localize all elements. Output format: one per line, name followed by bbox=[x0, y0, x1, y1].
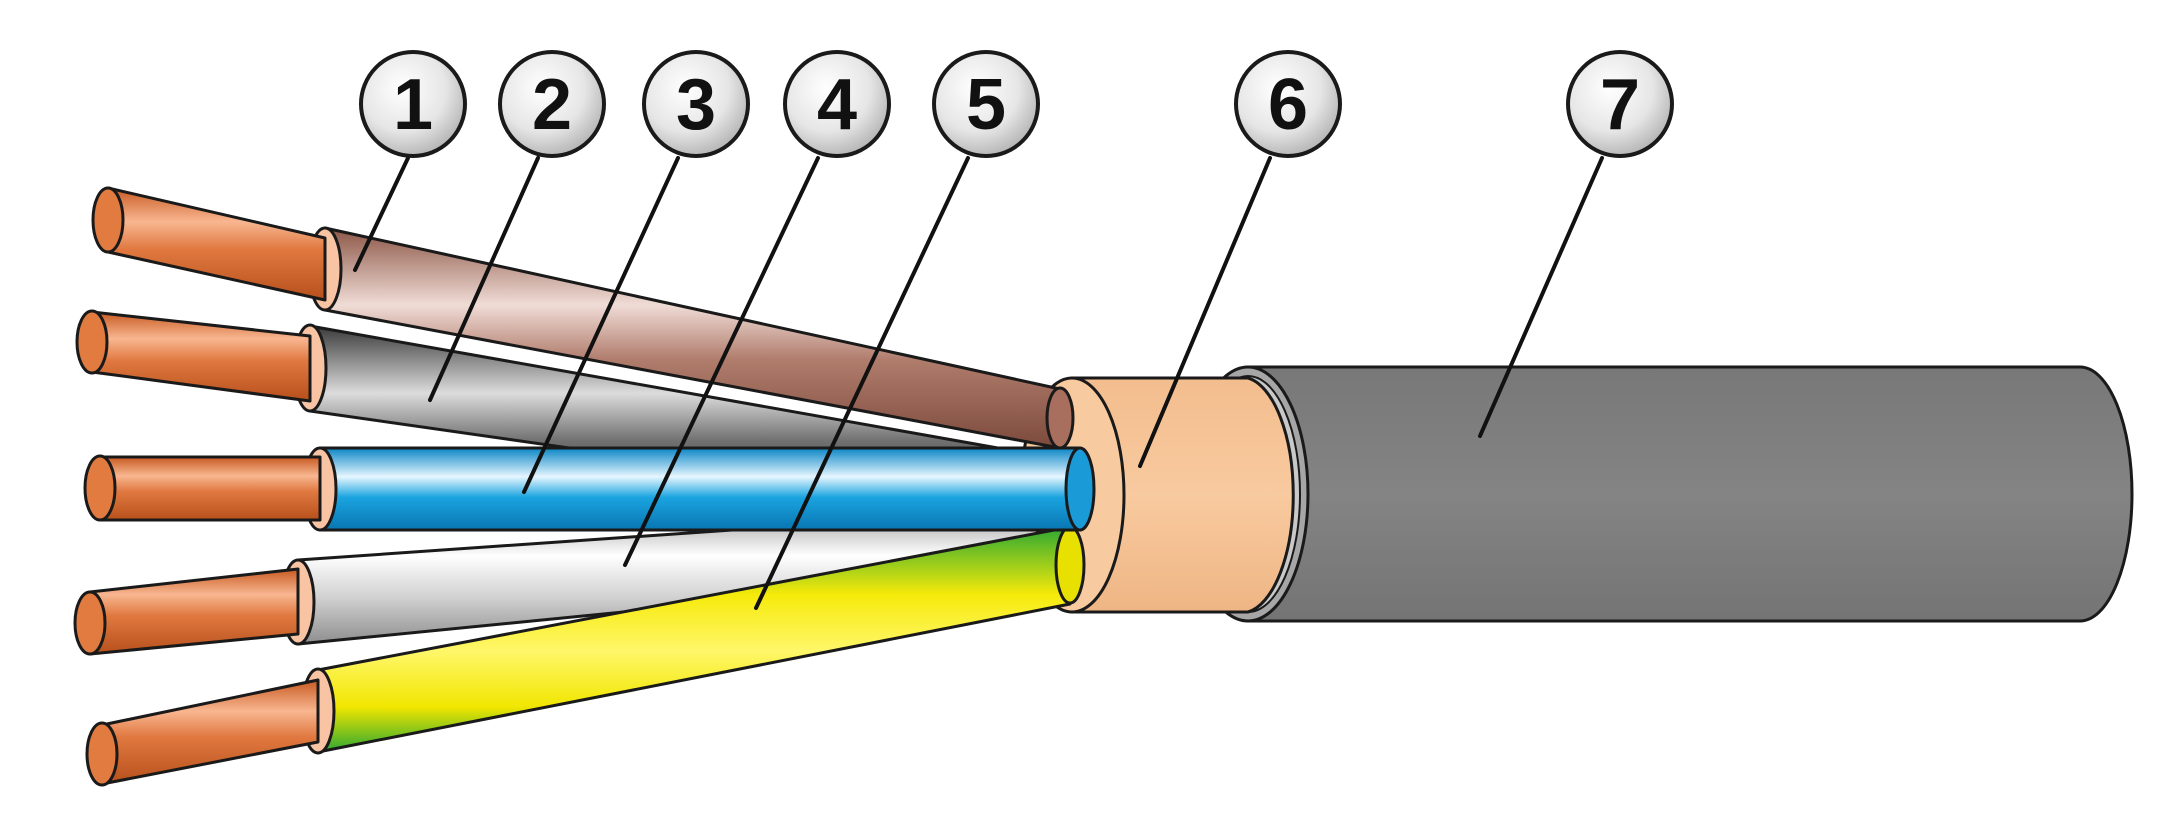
leader-line-6 bbox=[1138, 156, 1272, 468]
callout-7-number: 7 bbox=[1600, 65, 1640, 145]
conductor-1 bbox=[91, 186, 1075, 450]
leader-line-7 bbox=[1478, 156, 1604, 438]
leader-line-2 bbox=[428, 156, 540, 402]
callout-1: 1 bbox=[359, 50, 467, 158]
callout-5-number: 5 bbox=[966, 65, 1006, 145]
conductor-5 bbox=[85, 525, 1086, 787]
callout-3: 3 bbox=[642, 50, 750, 158]
conductor-3 bbox=[83, 446, 1096, 532]
outer-sheath bbox=[1186, 365, 2134, 623]
callout-4-number: 4 bbox=[817, 65, 857, 145]
callout-1-number: 1 bbox=[393, 65, 433, 145]
callout-6-number: 6 bbox=[1268, 65, 1308, 145]
callout-4: 4 bbox=[783, 50, 891, 158]
callout-7: 7 bbox=[1566, 50, 1674, 158]
callout-6: 6 bbox=[1234, 50, 1342, 158]
leader-line-1 bbox=[353, 156, 410, 272]
callout-5: 5 bbox=[932, 50, 1040, 158]
leader-line-4 bbox=[623, 156, 820, 567]
callout-3-number: 3 bbox=[676, 65, 716, 145]
callout-2-number: 2 bbox=[532, 65, 572, 145]
leader-lines bbox=[353, 156, 1604, 610]
leader-line-3 bbox=[522, 156, 680, 494]
leader-line-5 bbox=[754, 156, 970, 610]
callout-2: 2 bbox=[498, 50, 606, 158]
conductor-4 bbox=[73, 506, 1065, 656]
